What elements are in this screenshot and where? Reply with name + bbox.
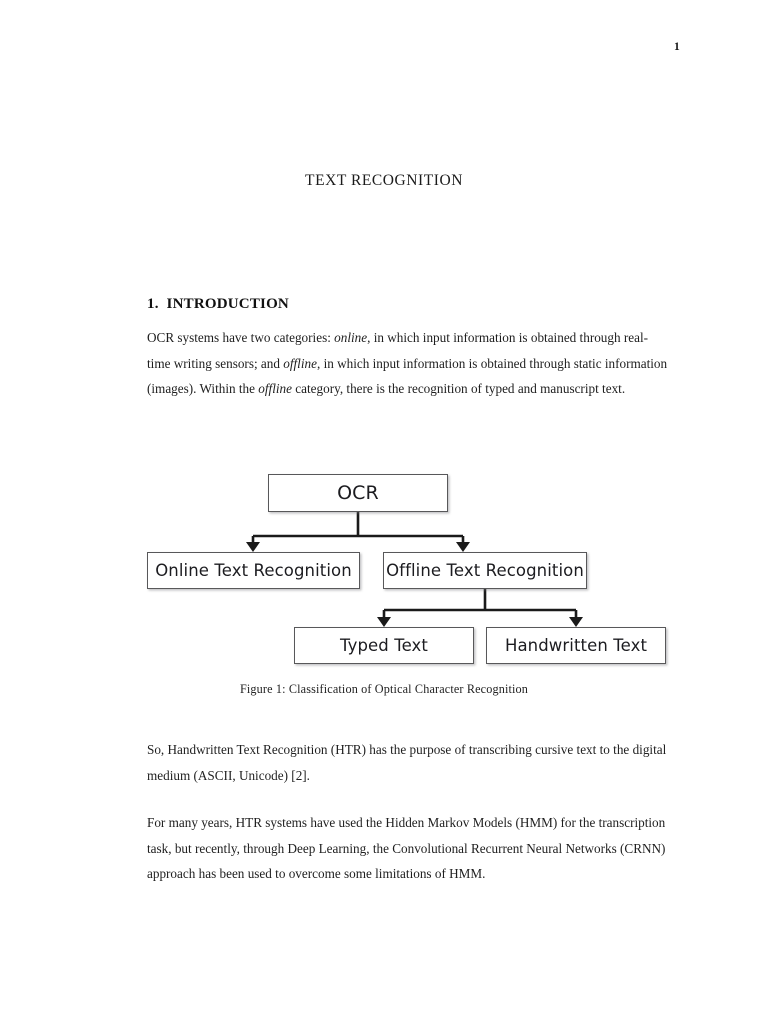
paragraph-hmm: For many years, HTR systems have used th… xyxy=(147,810,670,887)
figure-connectors xyxy=(246,512,583,627)
diagram-node-typed-text: Typed Text xyxy=(294,627,474,664)
intro-emphasis-offline-1: offline xyxy=(283,355,317,371)
page-number: 1 xyxy=(674,41,680,53)
intro-emphasis-online: online xyxy=(334,330,368,345)
paragraph-text: OCR systems have two categories: online,… xyxy=(147,325,670,402)
intro-part-1: OCR systems have two categories: xyxy=(147,330,335,345)
diagram-node-online-text-recognition: Online Text Recognition xyxy=(147,552,360,589)
section-heading-introduction: 1. INTRODUCTION xyxy=(147,296,289,312)
intro-emphasis-offline-2: offline xyxy=(258,381,292,397)
paragraph-text: For many years, HTR systems have used th… xyxy=(147,815,666,882)
diagram-node-handwritten-text: Handwritten Text xyxy=(486,627,666,664)
paragraph-introduction: OCR systems have two categories: online,… xyxy=(147,325,670,402)
page-title: TEXT RECOGNITION xyxy=(305,172,463,189)
paragraph-htr: So, Handwritten Text Recognition (HTR) h… xyxy=(147,737,670,788)
intro-part-3: , in which input information is obtained… xyxy=(147,355,668,397)
diagram-node-offline-text-recognition: Offline Text Recognition xyxy=(383,552,587,589)
intro-part-4: category, there is the recognition of ty… xyxy=(292,381,626,397)
paragraph-text: So, Handwritten Text Recognition (HTR) h… xyxy=(147,742,667,783)
intro-part-2: , in which input information is obtained… xyxy=(147,330,649,371)
figure-caption: Figure 1: Classification of Optical Char… xyxy=(239,682,529,696)
figure-1: OCR Online Text Recognition Offline Text… xyxy=(0,462,768,677)
diagram-node-ocr: OCR xyxy=(268,474,448,512)
